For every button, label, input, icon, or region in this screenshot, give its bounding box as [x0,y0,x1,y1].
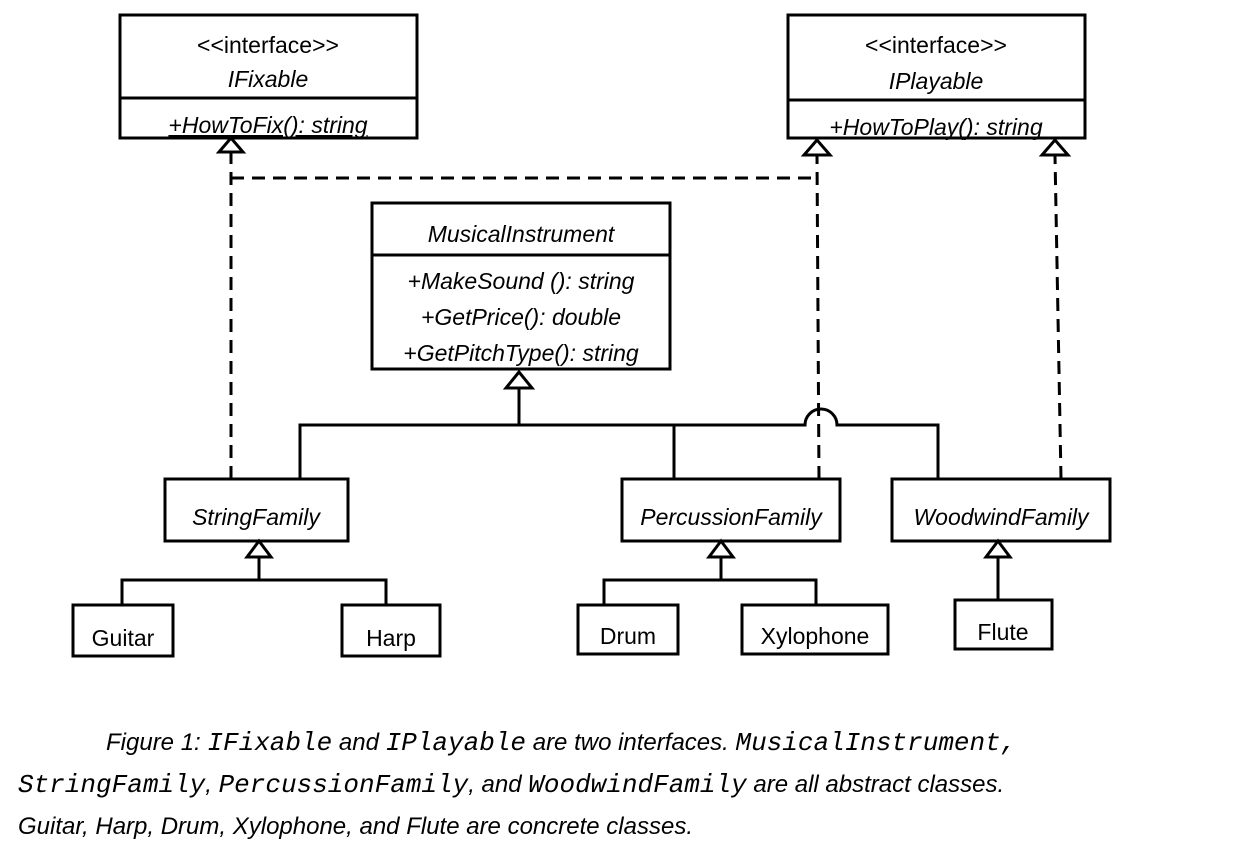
realization-lines [229,152,1063,480]
string-family-inheritance-arrow [244,538,274,559]
caption-text-5: are all abstract classes. [746,771,1005,798]
percussion-family-box [620,477,842,543]
musical-instrument-inheritance-arrow [502,369,536,390]
iplayable-realization-arrow-2 [1038,137,1072,157]
musical-instrument-class [370,201,672,371]
musical-instrument-name: MusicalInstrument [428,221,616,247]
string-family-box [163,477,350,543]
uml-class-diagram: <<interface>> IFixable +HowToFix(): stri… [71,13,1112,658]
iplayable-method: +HowToPlay(): string [829,114,1042,140]
xylophone-name: Xylophone [761,623,870,649]
percussion-family-inheritance-arrow [706,538,736,559]
harp-name: Harp [366,625,416,651]
string-family-name: StringFamily [192,504,321,530]
caption-line-3: Guitar, Harp, Drum, Xylophone, and Flute… [18,813,693,840]
caption-label: Figure 1: [106,729,208,756]
drum-box [576,603,680,656]
percussion-family-name: PercussionFamily [640,504,823,530]
woodwind-family-name: WoodwindFamily [913,504,1090,530]
ifixable-name: IFixable [228,66,309,92]
caption-text-3: , [205,771,219,798]
caption-code-iplayable: IPlayable [385,728,527,758]
abstract-inheritance-lines [298,388,940,479]
flute-name: Flute [977,619,1028,645]
caption-code-ifixable: IFixable [207,728,333,758]
caption-line-2: StringFamily, PercussionFamily, and Wood… [18,764,1228,806]
harp-box [340,603,442,658]
ifixable-method: +HowToFix(): string [168,112,367,138]
caption-code-musicalinstrument: MusicalInstrument, [735,728,1017,758]
drum-name: Drum [600,623,656,649]
caption-text-2: are two interfaces. [526,729,736,756]
iplayable-stereotype: <<interface>> [865,32,1007,58]
caption-text-4: , and [468,771,529,798]
woodwind-family-box [890,477,1112,543]
musical-instrument-method-1: +MakeSound (): string [408,268,635,294]
iplayable-name: IPlayable [889,68,984,94]
caption-text-1: and [332,729,386,756]
ifixable-realization-arrow [215,135,247,154]
ifixable-interface [118,13,419,140]
guitar-name: Guitar [92,625,155,651]
percussion-family-inheritance-lines [602,557,818,605]
flute-box [953,598,1054,651]
ifixable-stereotype: <<interface>> [197,32,339,58]
caption-code-percussionfamily: PercussionFamily [218,770,469,800]
woodwind-family-inheritance-arrow [983,538,1013,559]
caption-code-stringfamily: StringFamily [18,770,206,800]
musical-instrument-method-3: +GetPitchType(): string [403,340,639,366]
string-family-inheritance-lines [120,557,388,605]
iplayable-realization-arrow-1 [800,137,834,157]
iplayable-interface [786,13,1087,140]
caption-code-woodwindfamily: WoodwindFamily [528,770,747,800]
musical-instrument-method-2: +GetPrice(): double [421,304,621,330]
figure-caption: Figure 1: IFixable and IPlayable are two… [18,722,1228,848]
caption-line-1: Figure 1: IFixable and IPlayable are two… [18,722,1228,764]
